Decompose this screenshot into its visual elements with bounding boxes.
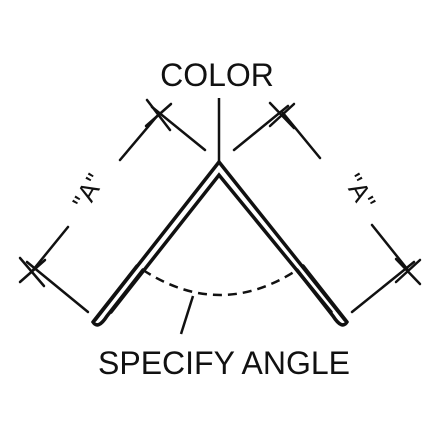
left-extension-line-bottom xyxy=(25,260,90,314)
right-tick-top xyxy=(268,102,296,128)
trim-profile xyxy=(93,159,347,322)
right-dimension-line xyxy=(370,223,410,272)
left-hem-end xyxy=(91,264,145,327)
right-tick-bottom xyxy=(394,258,422,284)
right-dimension-line xyxy=(281,111,322,160)
left-tick-bottom xyxy=(18,258,47,284)
right-extension-line-bottom xyxy=(350,260,416,314)
trim-outer-edge xyxy=(93,159,347,322)
left-dimension xyxy=(18,98,207,314)
right-dimension xyxy=(232,101,422,314)
color-label: COLOR xyxy=(160,57,274,93)
specify-angle-label: SPECIFY ANGLE xyxy=(98,345,350,381)
right-dimension-label: "A" xyxy=(338,168,382,214)
angle-leader-line xyxy=(179,295,195,335)
angle-arc xyxy=(142,268,298,297)
left-dimension-line xyxy=(31,225,70,272)
trim-inner-edge xyxy=(109,172,333,314)
left-tick-top xyxy=(144,102,173,128)
right-hem-end xyxy=(295,264,349,327)
left-dimension-label: "A" xyxy=(66,168,110,214)
